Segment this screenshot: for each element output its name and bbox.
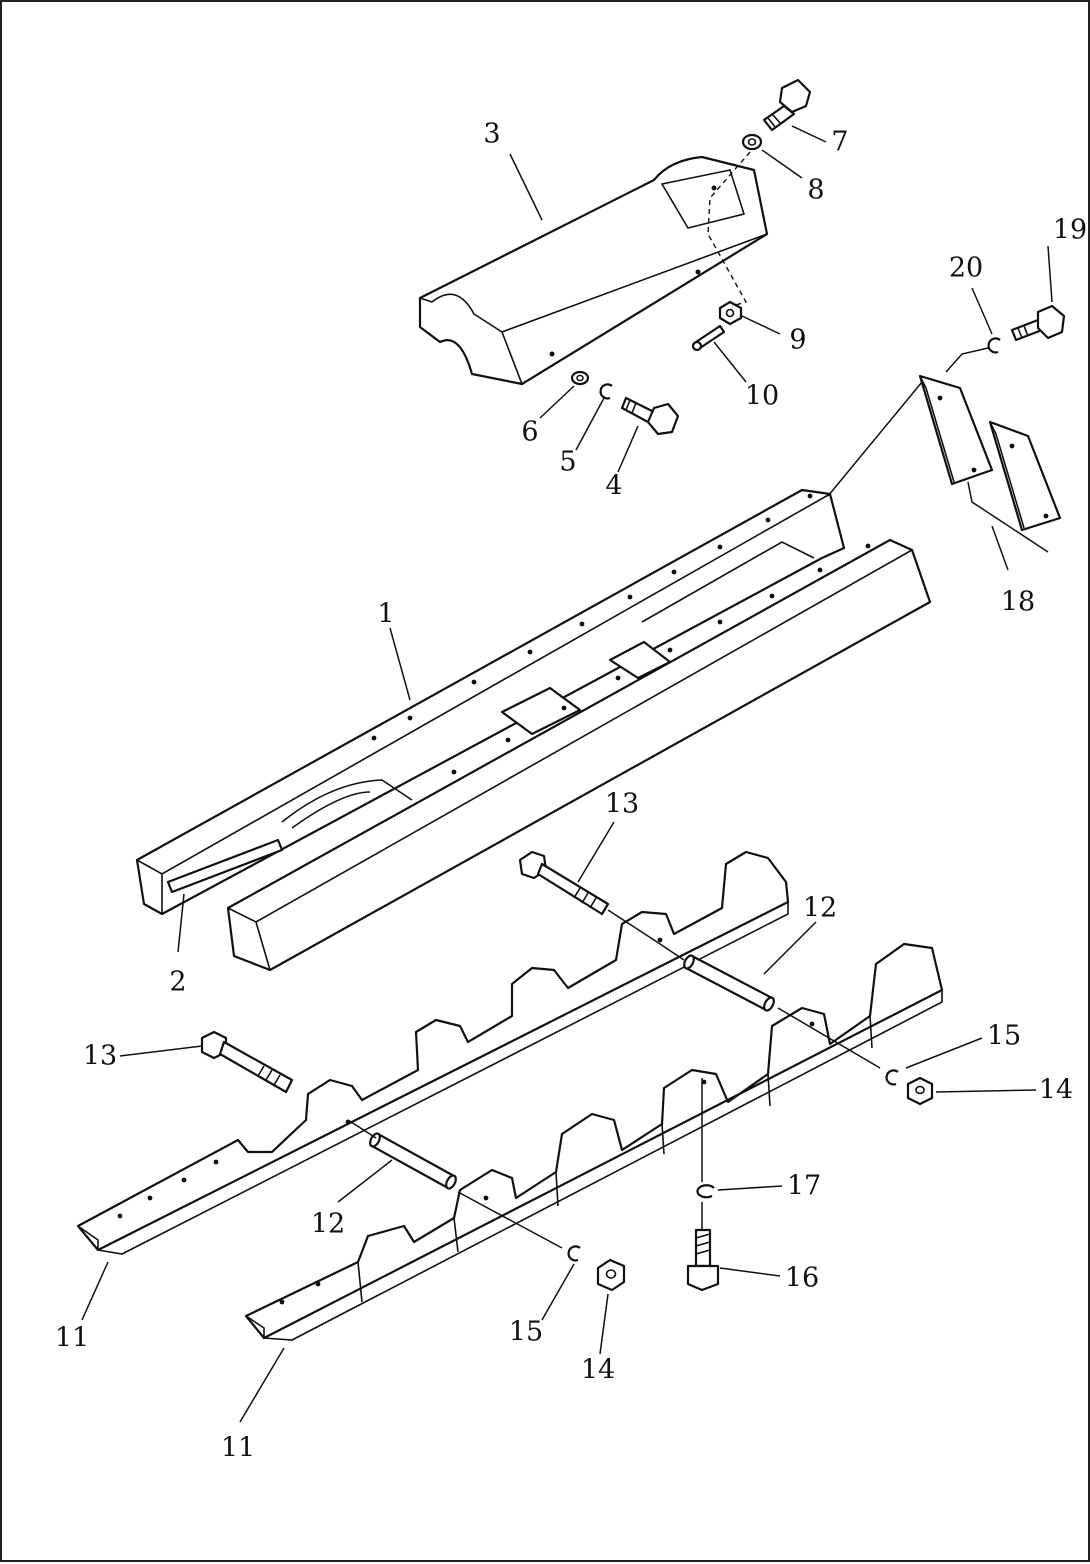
nut-14-lower (596, 1258, 626, 1292)
lock-washer-5 (599, 383, 613, 400)
callout-4: 4 (605, 470, 623, 502)
callout-14-lower: 14 (580, 1354, 616, 1386)
long-bolt-13-lower (200, 1030, 294, 1094)
leader-lines (81, 125, 1053, 1423)
bolt-16 (686, 1228, 720, 1292)
callout-5: 5 (559, 446, 577, 478)
washer-8 (741, 133, 763, 151)
plate-18 (918, 374, 1062, 553)
callout-16: 16 (784, 1262, 820, 1294)
lock-washer-20 (987, 337, 1001, 354)
callout-15-right: 15 (986, 1020, 1022, 1052)
callout-19: 19 (1052, 214, 1088, 246)
callout-17: 17 (786, 1170, 822, 1202)
callout-11-left: 11 (54, 1322, 90, 1354)
callout-7: 7 (831, 126, 849, 158)
nut-14-right (906, 1076, 934, 1106)
callout-6: 6 (521, 416, 539, 448)
callout-13-lower: 13 (82, 1040, 118, 1072)
guard-11-front (244, 942, 944, 1341)
callout-13-upper: 13 (604, 788, 640, 820)
callout-10: 10 (744, 380, 780, 412)
callout-3: 3 (483, 118, 501, 150)
pipe-12-upper (683, 954, 775, 1012)
nut-9 (718, 300, 743, 326)
lock-washer-17 (696, 1184, 715, 1199)
callout-14-right: 14 (1038, 1074, 1074, 1106)
lock-washer-15-right (885, 1069, 899, 1086)
callout-15-lower: 15 (508, 1316, 544, 1348)
cover-part (418, 155, 769, 386)
callout-8: 8 (807, 174, 825, 206)
callout-1: 1 (377, 598, 395, 630)
pin-10 (691, 324, 726, 352)
guard-11-rear (76, 850, 790, 1255)
lock-washer-15-lower (567, 1245, 581, 1262)
callout-11-bottom: 11 (220, 1432, 256, 1464)
bolt-4 (620, 396, 680, 436)
callout-18: 18 (1000, 586, 1036, 618)
pipe-12-lower (369, 1132, 457, 1190)
track-frame-part (135, 488, 932, 972)
bolt-7 (762, 78, 812, 132)
washer-6 (570, 370, 590, 386)
bolt-19 (1010, 304, 1066, 342)
callout-12-lower: 12 (310, 1208, 346, 1240)
callout-12-upper: 12 (802, 892, 838, 924)
callout-20: 20 (948, 252, 984, 284)
long-bolt-13-upper (518, 850, 610, 916)
callout-2: 2 (169, 966, 187, 998)
callout-9: 9 (789, 324, 807, 356)
